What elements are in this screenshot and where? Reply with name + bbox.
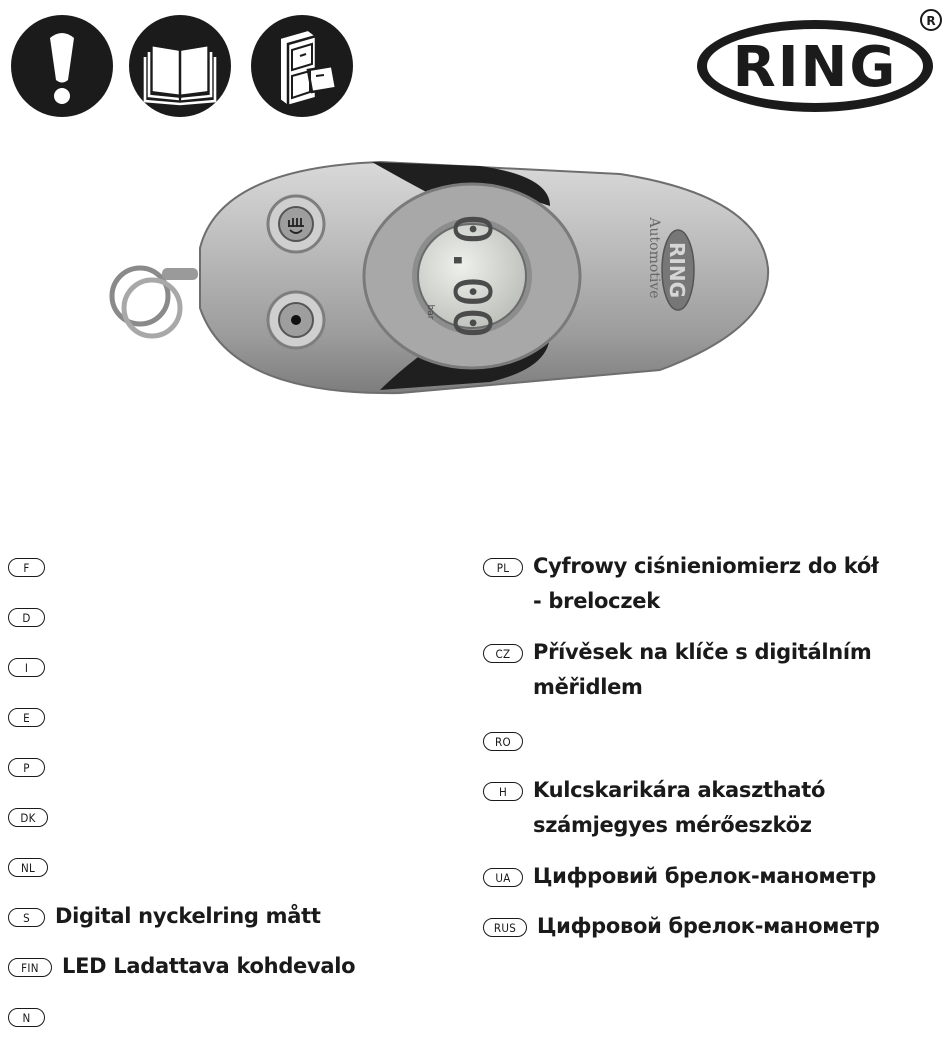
lang-code-badge: N [8,1008,45,1027]
lang-item-h: H Kulcskarikára akasztható számjegyes mé… [483,778,893,843]
digital-tyre-gauge-keyring-image: 0.00 bar RING Automotive [109,160,770,395]
lang-code-badge: E [8,708,45,727]
lang-item-cz: CZ Přívěsek na klíče s digitálním měřidl… [483,640,893,705]
device-brand-text: RING [665,242,689,298]
lang-title: LED Ladattava kohdevalo [62,954,356,978]
lang-code-badge: S [8,908,45,927]
lang-item-dk: DK [8,805,58,827]
lang-code-badge: P [8,758,45,777]
light-button-icon [288,218,304,234]
lang-item-rus: RUS Цифровой брелок-манометр [483,914,880,944]
lang-item-nl: NL [8,855,58,877]
lang-item-ua: UA Цифровий брелок-манометр [483,864,876,894]
lang-code-badge: CZ [483,644,523,663]
lang-title: Цифровой брелок-манометр [537,914,880,938]
lang-item-e: E [8,705,55,727]
lang-code-badge: DK [8,808,48,827]
lang-item-s: S Digital nyckelring mått [8,904,321,934]
lang-item-i: I [8,655,55,677]
lang-code-badge: RO [483,732,523,751]
lang-title: Přívěsek na klíče s digitálním měřidlem [533,640,872,699]
lang-title: Цифровий брелок-манометр [533,864,876,888]
lang-item-p: P [8,755,55,777]
lang-title: Digital nyckelring mått [55,904,321,928]
ring-brand-logo: RING R [697,9,942,112]
lang-item-d: D [8,605,55,627]
lang-title: Cyfrowy ciśnieniomierz do kół - brelocze… [533,554,879,613]
brand-name: RING [733,35,898,100]
device-sub-brand-text: Automotive [646,216,662,298]
power-button-icon [291,315,301,325]
lang-code-badge: H [483,782,523,801]
warning-exclamation-icon [11,15,113,117]
lang-item-f: F [8,555,55,577]
lang-code-badge: D [8,608,45,627]
lcd-unit: bar [425,305,435,320]
lang-code-badge: PL [483,558,523,577]
lang-code-badge: UA [483,868,523,887]
lang-item-pl: PL Cyfrowy ciśnieniomierz do kół - brelo… [483,554,893,619]
lang-title: Kulcskarikára akasztható számjegyes mérő… [533,778,826,837]
lang-code-badge: I [8,658,45,677]
instruction-book-icon [129,15,231,117]
lang-item-n: N [8,1005,55,1027]
lang-item-ro: RO [483,729,893,751]
lang-code-badge: RUS [483,918,527,937]
lang-code-badge: NL [8,858,48,877]
lang-item-fin: FIN LED Ladattava kohdevalo [8,954,356,984]
lang-code-badge: F [8,558,45,577]
svg-text:R: R [926,14,935,28]
lcd-reading: 0.00 [441,213,501,338]
filing-cabinet-icon [251,15,353,117]
lang-code-badge: FIN [8,958,52,977]
